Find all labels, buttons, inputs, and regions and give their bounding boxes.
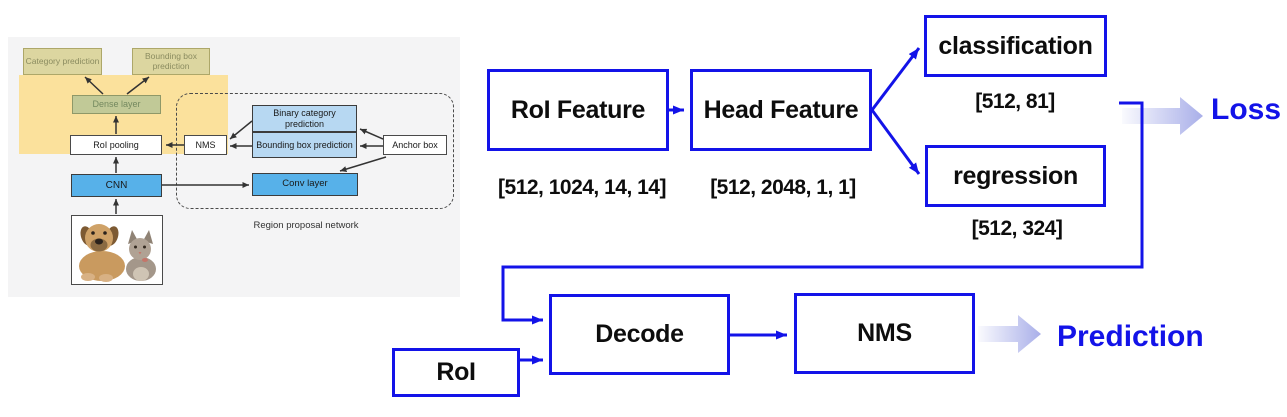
nms-box: NMS	[794, 293, 975, 374]
head-feature-box: Head Feature	[690, 69, 872, 151]
roi-pooling-label: RoI pooling	[93, 139, 139, 150]
dog-cat-illustration	[72, 216, 161, 283]
regression-label: regression	[953, 161, 1078, 190]
head-feature-label: Head Feature	[703, 95, 859, 124]
rpn-bounding-box-prediction-label: Bounding box prediction	[256, 139, 353, 150]
dog-cat-image	[71, 215, 163, 285]
anchor-box-label: Anchor box	[392, 139, 438, 150]
rpn-nms-box: NMS	[184, 135, 227, 155]
rpn-dashed-border	[176, 93, 454, 209]
dense-layer-label: Dense layer	[92, 99, 141, 110]
binary-category-prediction-box: Binary category prediction	[252, 105, 357, 132]
regression-box: regression	[925, 145, 1106, 207]
classification-shape: [512, 81]	[975, 90, 1055, 113]
conv-layer-label: Conv layer	[282, 178, 328, 190]
head-feature-shape: [512, 2048, 1, 1]	[710, 176, 856, 199]
nms-label: NMS	[857, 319, 912, 347]
faster-rcnn-figure: Category prediction Bounding box predict…	[8, 37, 460, 297]
arrow-headfeature-to-regression	[870, 109, 921, 175]
category-prediction-box: Category prediction	[23, 48, 102, 75]
loss-arrow-icon	[1122, 97, 1203, 135]
arrow-headfeature-to-classification	[870, 47, 921, 111]
prediction-label: Prediction	[1057, 320, 1204, 353]
prediction-arrow-icon	[978, 315, 1041, 353]
category-prediction-label: Category prediction	[25, 55, 100, 66]
roi-feature-shape: [512, 1024, 14, 14]	[498, 176, 666, 199]
roi-label: RoI	[436, 358, 476, 386]
roi-feature-box: RoI Feature	[487, 69, 669, 151]
decode-box: Decode	[549, 294, 730, 375]
rpn-nms-label: NMS	[195, 139, 216, 150]
roi-box: RoI	[392, 348, 520, 397]
classification-box: classification	[924, 15, 1107, 77]
conv-layer-box: Conv layer	[252, 173, 358, 196]
dense-layer-box: Dense layer	[72, 95, 161, 114]
cnn-box: CNN	[71, 174, 162, 197]
roi-feature-label: RoI Feature	[510, 95, 646, 124]
classification-label: classification	[938, 31, 1093, 60]
decode-label: Decode	[595, 320, 684, 348]
loss-label: Loss	[1211, 93, 1282, 126]
rpn-caption: Region proposal network	[253, 220, 359, 231]
bounding-box-prediction-out-label: Bounding box prediction	[145, 50, 197, 71]
regression-shape: [512, 324]	[971, 217, 1063, 240]
roi-pooling-box: RoI pooling	[70, 135, 162, 155]
anchor-box-box: Anchor box	[383, 135, 447, 155]
bounding-box-prediction-out-box: Bounding box prediction	[132, 48, 210, 75]
binary-category-prediction-label: Binary category prediction	[273, 108, 336, 129]
cnn-label: CNN	[105, 179, 128, 191]
rpn-bounding-box-prediction-box: Bounding box prediction	[252, 132, 357, 158]
